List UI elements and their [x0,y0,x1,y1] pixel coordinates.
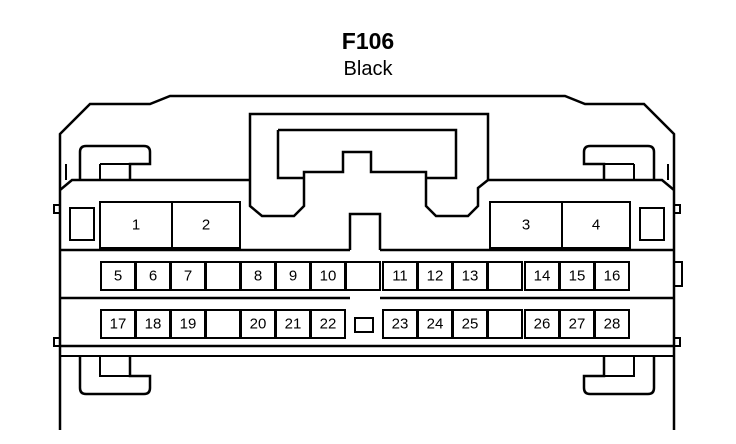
right-window [639,207,665,241]
right-nub-lower [673,337,681,347]
pin-cavity-24 [417,309,453,339]
pin-cavity-25 [452,309,488,339]
right-side-tab [673,261,683,287]
pin-cavity-6 [135,261,171,291]
connector-name: F106 [341,28,395,54]
clip-top-right-inner [604,163,635,180]
empty-cavity [487,261,523,291]
pin-label-21: 21 [285,316,302,333]
clip-bottom-left-inner [99,356,130,377]
pin-cavity-10 [310,261,346,291]
pin-label-7: 7 [184,268,192,285]
pin-label-27: 27 [569,316,586,333]
pin-label-9: 9 [289,268,297,285]
pin-label-10: 10 [320,268,337,285]
pin-label-14: 14 [534,268,551,285]
clip-top-left [78,144,152,180]
clip-bottom-right-inner [604,356,635,377]
empty-cavity [205,309,241,339]
pin-cavity-4 [561,201,631,249]
pin-label-15: 15 [569,268,586,285]
empty-cavity [205,261,241,291]
pin-label-28: 28 [604,316,621,333]
pin-label-5: 5 [114,268,122,285]
pin-label-2: 2 [202,217,210,234]
pin-label-22: 22 [320,316,337,333]
pin-label-4: 4 [592,217,600,234]
empty-cavity [487,309,523,339]
pin-cavity-14 [524,261,560,291]
pin-label-17: 17 [110,316,127,333]
empty-cavity [345,261,381,291]
pin-label-20: 20 [250,316,267,333]
left-nub-lower [53,337,61,347]
clip-bottom-left [78,356,152,396]
pin-cavity-7 [170,261,206,291]
pin-cavity-11 [382,261,418,291]
right-nub-upper [673,204,681,214]
upper-rail [59,178,675,191]
pin-label-23: 23 [392,316,409,333]
pin-label-16: 16 [604,268,621,285]
pin-cavity-22 [310,309,346,339]
connector-housing-outline [58,94,676,430]
pin-cavity-28 [594,309,630,339]
top-latch-inner [276,128,458,180]
pin-label-24: 24 [427,316,444,333]
pin-cavity-19 [170,309,206,339]
pin-cavity-27 [559,309,595,339]
pin-label-18: 18 [145,316,162,333]
pin-label-26: 26 [534,316,551,333]
pin-label-11: 11 [392,268,408,285]
pin-label-6: 6 [149,268,157,285]
pin-label-19: 19 [180,316,197,333]
pin-label-25: 25 [462,316,479,333]
pin-label-8: 8 [254,268,262,285]
pin-cavity-16 [594,261,630,291]
pin-label-1: 1 [132,217,140,234]
clip-top-right [582,144,656,180]
pin-cavity-3 [489,201,563,249]
center-key-square [354,317,374,333]
left-side-step [65,164,669,180]
pin-cavity-13 [452,261,488,291]
connector-color: Black [343,58,393,80]
pin-cavity-1 [99,201,173,249]
center-keyway [348,212,382,250]
pin-label-13: 13 [462,268,479,285]
pin-label-12: 12 [427,268,444,285]
left-nub-upper [53,204,61,214]
clip-bottom-right [582,356,656,396]
pin-cavity-2 [171,201,241,249]
left-window [69,207,95,241]
clip-top-left-inner [99,163,130,180]
pin-cavity-18 [135,309,171,339]
top-latch [248,112,490,218]
pin-cavity-9 [275,261,311,291]
pin-label-3: 3 [522,217,530,234]
